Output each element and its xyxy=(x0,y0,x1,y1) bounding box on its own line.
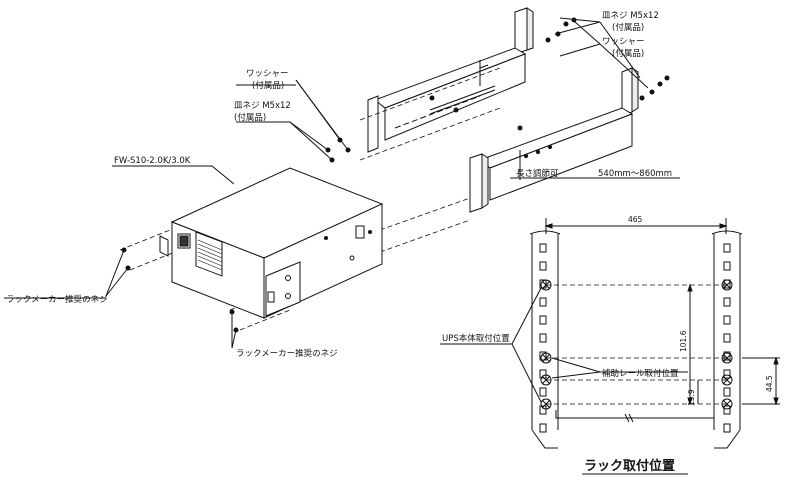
label-screw-left: 皿ネジ M5x12 xyxy=(234,101,291,111)
label-rail-position: 補助レール取付位置 xyxy=(602,368,679,379)
dim-width: 465 xyxy=(628,215,643,224)
label-rack-screw-left: ラックメーカー推奨のネジ xyxy=(6,294,108,305)
label-screw-top: 皿ネジ M5x12 xyxy=(602,11,659,21)
rack-screws-left xyxy=(4,247,239,349)
top-right-leaders xyxy=(554,17,649,89)
label-washer-top: ワッシャー xyxy=(602,37,645,47)
label-washer-top-note: (付属品) xyxy=(612,48,644,59)
rear-rail-upper xyxy=(367,7,534,153)
label-washer-left-note: (付属品) xyxy=(252,80,284,91)
label-model: FW-S10-2.0K/3.0K xyxy=(114,156,191,166)
label-screw-left-note: (付属品) xyxy=(234,112,266,123)
rack-detail xyxy=(440,218,780,475)
dim-rail-height: 44.5 xyxy=(765,375,774,392)
alignment-lines xyxy=(119,67,501,331)
rack-title: ラック取付位置 xyxy=(584,458,675,474)
label-ups-position: UPS本体取付位置 xyxy=(442,333,510,344)
label-adjust: 長さ調節可 xyxy=(516,168,559,179)
ups-unit xyxy=(159,167,384,319)
label-washer-left: ワッシャー xyxy=(246,69,289,79)
model-leader xyxy=(211,165,235,185)
rear-screws xyxy=(429,17,670,131)
label-rack-screw-bottom: ラックメーカー推奨のネジ xyxy=(236,348,338,359)
dim-ups-height: 101.6 xyxy=(679,330,688,352)
front-screws xyxy=(236,79,351,163)
label-adjust-range: 540mm～860mm xyxy=(598,169,672,179)
dim-rail-offset: 15.9 xyxy=(687,389,696,406)
label-screw-top-note: (付属品) xyxy=(612,22,644,33)
